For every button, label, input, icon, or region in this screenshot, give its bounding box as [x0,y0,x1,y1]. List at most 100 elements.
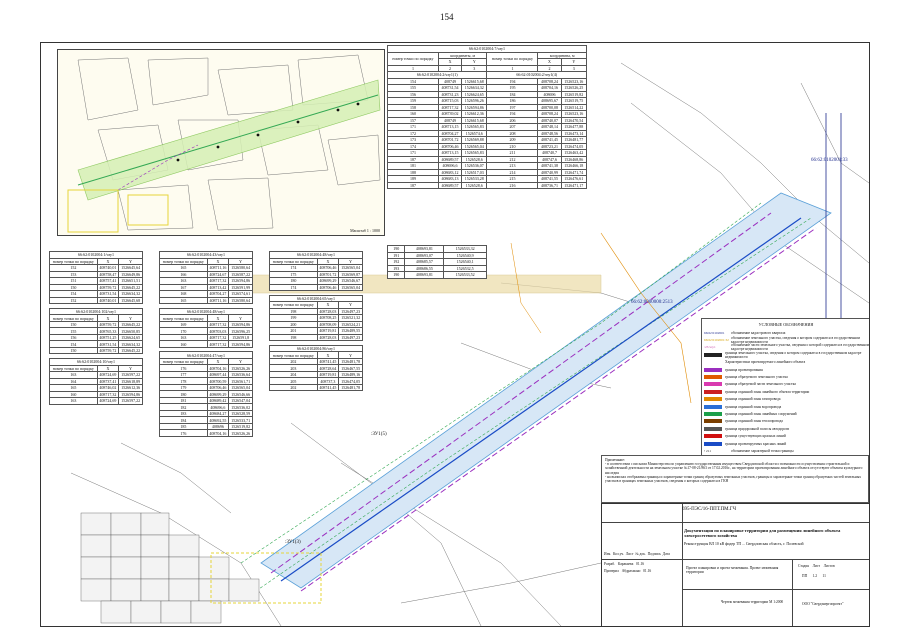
table-cell: 176 [159,429,208,437]
col-number: номер точки по порядку [269,301,318,309]
page-number: 154 [440,12,454,22]
table-cell: 408724,69 [96,397,120,405]
legend-item: граница охранной зоны теплопровода [704,418,869,425]
legend-swatch: 66:62:0102001:32 [704,338,729,343]
table-cell: 1526523,16 [560,77,588,85]
inset-map-svg [58,50,384,235]
table-cell: 1526546,66 [228,390,253,398]
table-cell: 1526533,71 [228,416,253,424]
legend-text: обозначение части земельного участка, св… [731,343,870,352]
table-cell: 1526526,25 [560,84,588,92]
table-cell: 152 [49,296,98,304]
green-boundary-1 [240,202,762,564]
legend-item: граница охранной зоны водопровода [704,403,869,410]
table-cell: 1526473,14 [560,129,588,137]
legend-item: граница образуемого земельного участка [704,373,869,380]
table-cell: 408704,27 [206,290,230,298]
col-number: номер точки по порядку [159,257,208,265]
table-cell: 408740,01 [96,296,120,304]
table-cell: 160 [159,340,208,348]
table-cell: 1526569,88 [461,136,488,144]
corridor-band [260,192,832,589]
legend-text: граница земельного участка, сведения о к… [725,350,862,359]
table-cell: 408731,54 [96,290,120,298]
table-cell: 198 [269,333,318,342]
legend-swatch [704,441,722,446]
plot-label-2: :ЗУ1(3) [285,540,301,545]
col-number: номер точки по порядку [49,314,98,322]
col-number: номер точки по порядку [49,364,98,372]
table-cell: 408706,46 [437,142,463,150]
table-cell: 1526519,82 [228,422,253,431]
table-cell: 408717,32 [437,103,463,111]
table-cell: 408683,13 [437,175,463,183]
table-cell: 1526471,17 [560,181,588,189]
table-cell: 216 [486,181,539,189]
legend-item: Характеристики проектируемого линейного … [704,359,869,366]
table-cell: 1526565,04 [461,142,488,150]
table-cell: 1526524,21 [338,320,363,329]
section-label: 66:62:0102004:2/чзу1(4) [486,71,587,79]
table-cell: 1526574,61 [228,290,253,298]
table-cell: 1526615,68 [461,77,488,85]
legend-text: граница охранной зоны теплопровода [725,419,783,424]
drawing-name: Чертеж межевания территории М 1:2000 [720,600,784,604]
table-cell: 408746,02 [96,384,120,392]
legend-item: граница проектируемых красных линий [704,440,869,447]
table-cell: 408706,46 [316,283,340,291]
legend-swatch [704,411,722,416]
table-cell: 1526546,67 [338,277,363,285]
table-cell: 1526519,82 [560,90,588,98]
stamp-col: Кол.уч. [612,552,625,556]
stamp-col: Дата [662,552,670,556]
table-cell: 408717,32 [206,320,230,329]
legend-item: граница земельного участка, сведения о к… [704,350,869,359]
table-cell: 408717,32 [96,390,120,398]
table-cell: 1526594,86 [228,340,253,348]
col-y: Y [461,58,488,66]
legend-text: граница образуемой части земельного учас… [725,382,796,387]
table-cell: 1526481,78 [338,357,363,366]
table-cell: 1526634,32 [118,290,143,298]
table-cell: 1526645,22 [118,346,143,355]
table-cell: 408717,32 [206,340,230,348]
table-cell: 187 [387,181,439,189]
stamp-col: № док. [635,552,646,556]
legend-text: граница охранной зоны линейных сооружени… [725,411,797,416]
table-cell: 1526565,04 [228,383,253,392]
table-cell: 408697,44 [206,370,230,379]
table-cell: 408751,25 [96,333,120,342]
stamp-col: Подпись [647,552,661,556]
legend-swatch [704,382,722,387]
table-cell: 1526521,32 [338,314,363,322]
table-cell: 408711,16 [206,264,230,272]
legend-item: граница охранной зоны линейного объекта … [704,388,869,395]
table-cell: 408724,67 [206,270,230,278]
building-grid [80,512,260,624]
legend-swatch [704,367,722,372]
table-cell: 1526481,78 [338,383,363,392]
table-cell: 1526645,22 [118,283,143,291]
table-cell: 1526615,68 [461,116,488,124]
table-cell: 1526476,61 [560,175,588,183]
table-cell: 408731,54 [437,84,463,92]
stage-header: Листов [823,564,835,568]
table-cell: 408701,72 [437,136,463,144]
section-label: 66:62:0102004:2/чзу1(1) [386,71,488,79]
document-subtitle: Реконструкция ВЛ 10 кВ фидер ТП ... Свер… [684,542,804,546]
table-cell: 408701,72 [316,270,340,278]
green-boundary-2 [255,217,812,592]
stamp-columns: Изм. Кол.уч. Лист № док. Подпись Дата [604,552,670,556]
legend-swatch [704,352,722,357]
